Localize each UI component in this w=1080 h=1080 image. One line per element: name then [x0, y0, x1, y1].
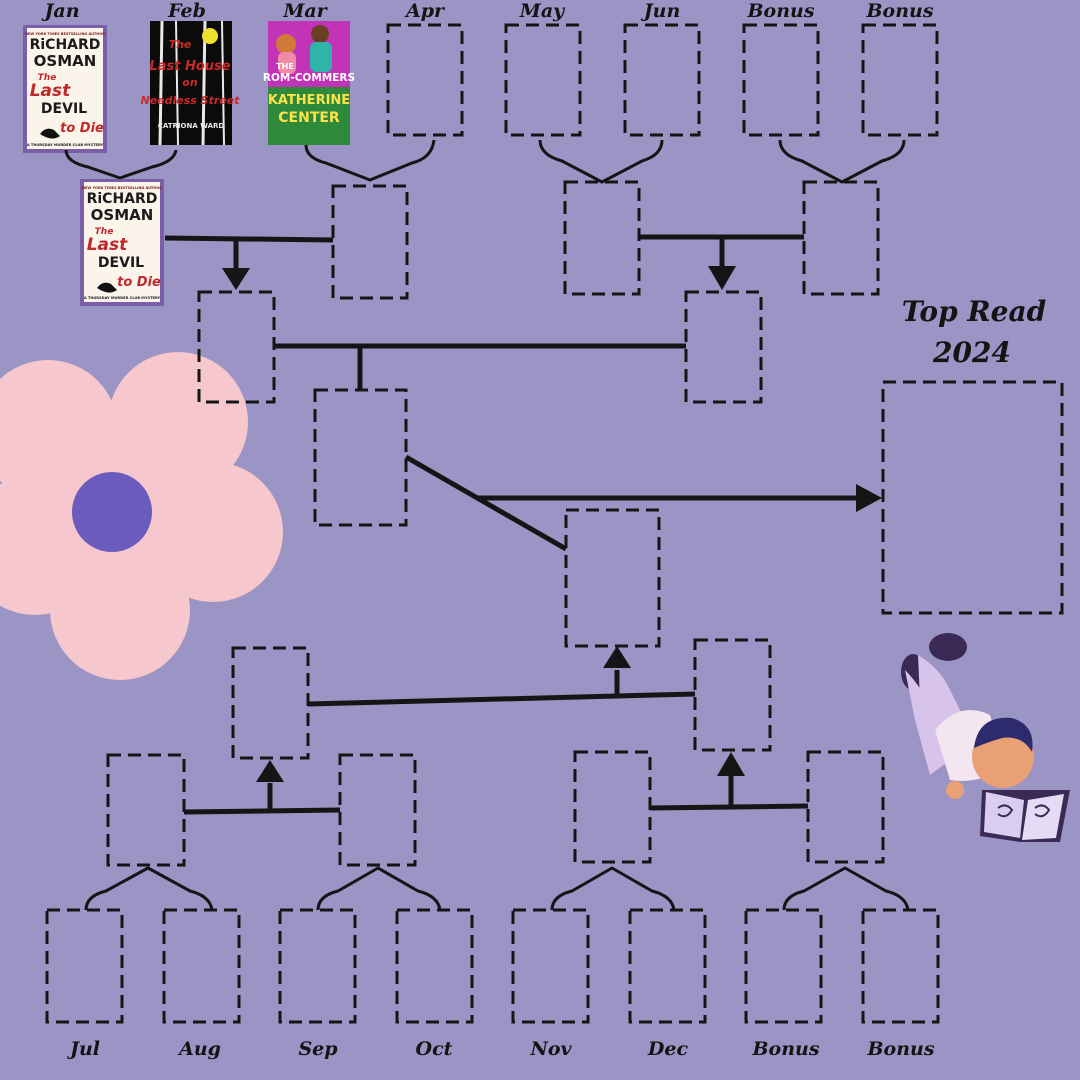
- month-label-aug: Aug: [177, 1038, 221, 1060]
- slot-round3-bottom-right[interactable]: [693, 638, 772, 752]
- svg-text:OSMAN: OSMAN: [34, 52, 97, 70]
- bottom-round1-connectors: [84, 866, 910, 911]
- reading-person-illustration: [901, 633, 1070, 842]
- month-label-bonus-4: Bonus: [866, 1038, 934, 1060]
- svg-text:Last House: Last House: [149, 59, 230, 74]
- svg-text:Last: Last: [30, 81, 71, 101]
- bottom-round2-connectors: [183, 752, 809, 815]
- slot-bonus-3[interactable]: [744, 908, 823, 1024]
- svg-text:NEW YORK TIMES BESTSELLING AUT: NEW YORK TIMES BESTSELLING AUTHOR: [82, 186, 162, 190]
- slot-round2-bonus-bottom[interactable]: [806, 750, 885, 864]
- slot-jul[interactable]: [45, 908, 124, 1024]
- svg-text:Needless Street: Needless Street: [141, 94, 241, 107]
- month-label-feb: Feb: [167, 0, 206, 22]
- top-round3-connectors: [274, 343, 686, 390]
- slot-bonus-1[interactable]: [742, 23, 820, 137]
- slot-bottom-finalist[interactable]: [564, 508, 661, 648]
- month-label-may: May: [519, 0, 566, 22]
- book-cover-jan[interactable]: NEW YORK TIMES BESTSELLING AUTHOR RiCHAR…: [23, 25, 107, 153]
- slot-bonus-4[interactable]: [861, 908, 940, 1024]
- svg-text:The: The: [169, 38, 192, 51]
- month-label-bonus-2: Bonus: [865, 0, 933, 22]
- top-round2-connectors: [164, 234, 804, 290]
- svg-text:A THURSDAY MURDER CLUB MYSTERY: A THURSDAY MURDER CLUB MYSTERY: [84, 296, 161, 300]
- svg-text:ROM-COMMERS: ROM-COMMERS: [263, 72, 355, 84]
- slot-aug[interactable]: [162, 908, 241, 1024]
- bottom-round3-connectors: [307, 646, 696, 707]
- flower-decoration: [0, 352, 283, 680]
- svg-text:Last: Last: [87, 235, 128, 255]
- book-cover-mar[interactable]: THE ROM-COMMERS KATHERINE CENTER: [263, 21, 355, 145]
- month-label-apr: Apr: [404, 0, 446, 22]
- slot-round3-bottom-left[interactable]: [231, 646, 310, 760]
- slot-round2-bonus[interactable]: [802, 180, 880, 296]
- svg-text:RiCHARD: RiCHARD: [87, 191, 158, 207]
- final-connectors: [404, 454, 882, 552]
- svg-text:DEVIL: DEVIL: [41, 101, 87, 117]
- svg-text:NEW YORK TIMES BESTSELLING AUT: NEW YORK TIMES BESTSELLING AUTHOR: [25, 32, 105, 36]
- slot-jun[interactable]: [623, 23, 701, 137]
- svg-text:The: The: [95, 227, 114, 237]
- svg-text:OSMAN: OSMAN: [91, 206, 154, 224]
- top-month-labels: Jan Feb Mar Apr May Jun Bonus Bonus: [41, 0, 933, 22]
- month-label-dec: Dec: [647, 1038, 689, 1060]
- slot-top-finalist[interactable]: [313, 388, 408, 527]
- svg-text:on: on: [182, 76, 198, 89]
- month-label-jun: Jun: [641, 0, 681, 22]
- svg-text:KATHERINE: KATHERINE: [268, 93, 350, 108]
- svg-text:A THURSDAY MURDER CLUB MYSTERY: A THURSDAY MURDER CLUB MYSTERY: [27, 143, 104, 147]
- svg-text:DEVIL: DEVIL: [98, 255, 144, 271]
- slot-nov[interactable]: [511, 908, 590, 1024]
- slot-round2-may-jun[interactable]: [563, 180, 641, 296]
- svg-text:to Die: to Die: [60, 121, 104, 136]
- slot-round2-jul-aug[interactable]: [106, 753, 186, 867]
- svg-text:CENTER: CENTER: [278, 110, 340, 126]
- slot-round2-nov-dec[interactable]: [573, 750, 652, 864]
- top-round1-connectors: [64, 139, 906, 184]
- month-label-jan: Jan: [41, 0, 79, 22]
- book-cover-feb[interactable]: The Last House on Needless Street CATRIO…: [141, 20, 241, 146]
- month-label-mar: Mar: [282, 0, 328, 22]
- slot-round3-top-right[interactable]: [684, 290, 763, 404]
- slot-dec[interactable]: [628, 908, 707, 1024]
- slot-round2-sep-oct[interactable]: [338, 753, 417, 867]
- top-read-title-line2: 2024: [932, 336, 1011, 369]
- svg-text:to Die: to Die: [117, 275, 161, 290]
- month-label-jul: Jul: [67, 1038, 100, 1060]
- slot-top-read-winner[interactable]: [881, 380, 1064, 615]
- slot-sep[interactable]: [278, 908, 357, 1024]
- month-label-oct: Oct: [416, 1038, 453, 1060]
- slot-apr[interactable]: [386, 23, 464, 137]
- slot-bonus-2[interactable]: [861, 23, 939, 137]
- slot-may[interactable]: [504, 23, 582, 137]
- slot-oct[interactable]: [395, 908, 474, 1024]
- svg-text:The: The: [38, 73, 57, 83]
- svg-text:CATRIONA WARD: CATRIONA WARD: [158, 122, 225, 130]
- month-label-bonus-3: Bonus: [751, 1038, 819, 1060]
- month-label-nov: Nov: [529, 1038, 572, 1060]
- month-label-bonus-1: Bonus: [746, 0, 814, 22]
- bottom-month-labels: Jul Aug Sep Oct Nov Dec Bonus Bonus: [67, 1038, 935, 1060]
- top-row-slots: [386, 23, 939, 137]
- month-label-sep: Sep: [298, 1038, 338, 1060]
- svg-text:RiCHARD: RiCHARD: [30, 37, 101, 53]
- top-read-title-line1: Top Read: [902, 295, 1046, 328]
- book-cover-semifinal-jan-feb[interactable]: NEW YORK TIMES BESTSELLING AUTHOR RiCHAR…: [80, 179, 164, 306]
- bottom-row-slots: [45, 908, 940, 1024]
- svg-text:THE: THE: [276, 62, 294, 71]
- slot-round2-mar-apr[interactable]: [331, 184, 409, 300]
